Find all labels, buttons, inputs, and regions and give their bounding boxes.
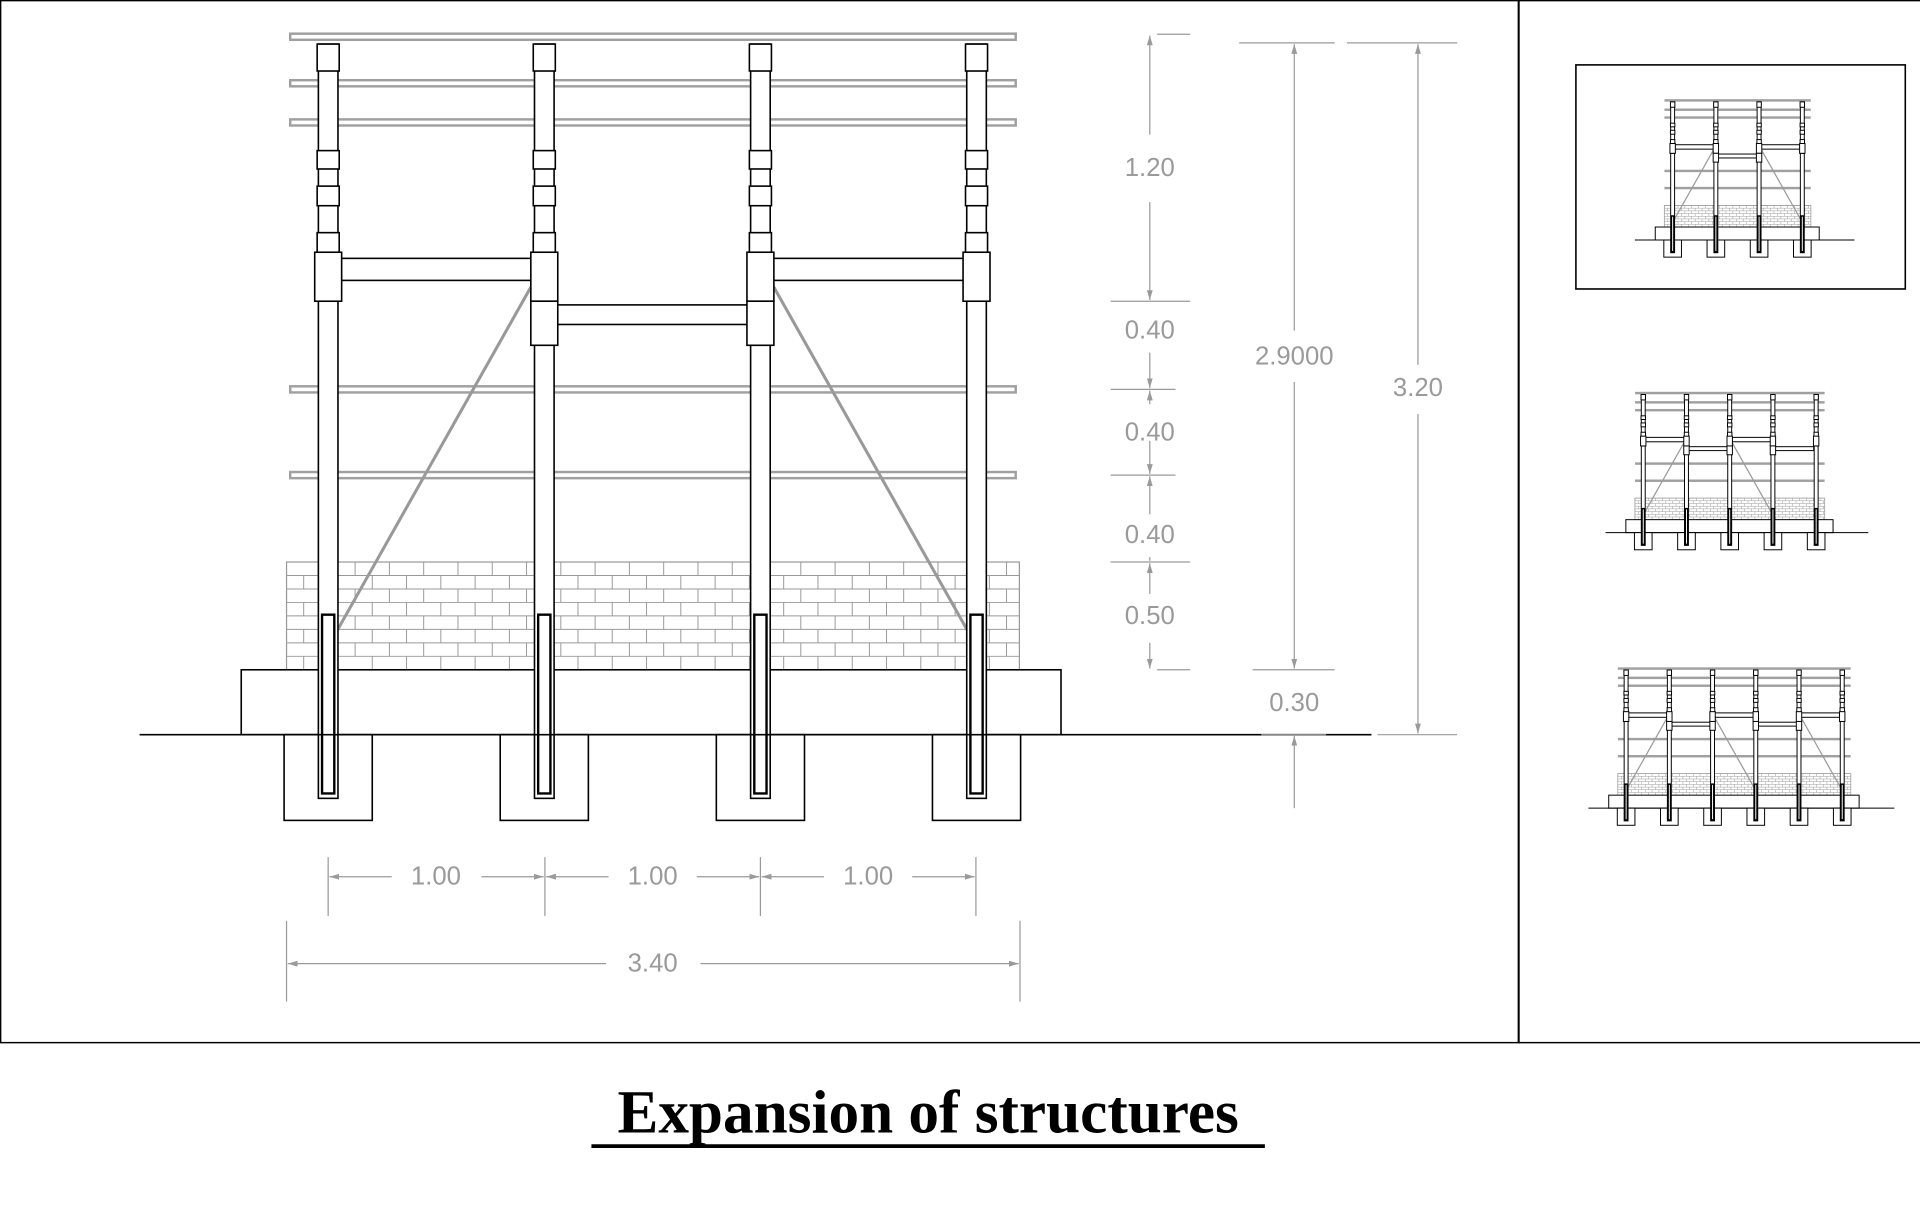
- lower-beam: [1774, 446, 1815, 452]
- diagonal-brace: [1625, 713, 1670, 791]
- dim-rail-zone: 1.20: [1125, 154, 1175, 182]
- lower-beam: [1717, 153, 1758, 159]
- horizontal-rail: [288, 385, 1017, 394]
- horizontal-rail: [288, 470, 1017, 480]
- vertical-post: [1712, 101, 1720, 254]
- thumbnail-4-posts[interactable]: [1634, 99, 1855, 258]
- vertical-post: [746, 43, 775, 800]
- dim-span-2: 1.00: [628, 863, 678, 891]
- lower-beam: [555, 304, 749, 326]
- diagonal-brace: [326, 262, 546, 648]
- dimensions: 1.00 1.00 1.00 3.40 1.20 0.40 0.40 0.40 …: [285, 33, 1458, 1002]
- diagonal-brace: [1729, 438, 1774, 516]
- base-slab: [240, 668, 1062, 736]
- horizontal-rail: [1617, 755, 1851, 758]
- vertical-post: [1839, 669, 1846, 822]
- vertical-post: [1669, 101, 1676, 254]
- upper-beam: [1731, 436, 1771, 443]
- horizontal-rail: [1635, 391, 1825, 395]
- vertical-post: [1799, 101, 1806, 254]
- diagonal-brace: [1712, 713, 1757, 791]
- dim-span-1: 1.00: [411, 863, 461, 891]
- dim-overall-width: 3.40: [628, 950, 678, 978]
- vertical-post: [530, 43, 559, 800]
- horizontal-rail: [288, 32, 1017, 42]
- horizontal-rail: [1664, 108, 1811, 111]
- vertical-post: [1752, 669, 1759, 822]
- diagonal-brace: [1672, 145, 1717, 223]
- brick-wall: [285, 561, 1020, 671]
- vertical-post: [1640, 394, 1647, 546]
- upper-beam: [1628, 712, 1668, 718]
- upper-beam: [1714, 712, 1754, 718]
- horizontal-rail: [1664, 99, 1811, 102]
- main-elevation-drawing[interactable]: [240, 32, 1062, 822]
- lower-beam: [1688, 446, 1728, 452]
- lower-beam: [1757, 721, 1798, 727]
- horizontal-rail: [1617, 676, 1851, 680]
- horizontal-rail: [1664, 186, 1811, 190]
- dim-span-3: 1.00: [843, 863, 893, 891]
- vertical-post: [1769, 394, 1777, 546]
- page-title: Expansion of structures: [617, 1079, 1238, 1147]
- horizontal-rail: [288, 78, 1017, 88]
- horizontal-rail: [1617, 737, 1851, 741]
- dim-wall: 0.50: [1125, 602, 1175, 630]
- dim-height-above-slab: 2.9000: [1255, 342, 1334, 370]
- vertical-post: [1666, 669, 1673, 822]
- dim-tier-3: 0.40: [1125, 521, 1175, 549]
- diagonal-brace: [759, 262, 978, 648]
- horizontal-rail: [1664, 169, 1811, 173]
- upper-beam: [1645, 436, 1685, 443]
- upper-beam: [771, 257, 966, 282]
- dim-tier-2: 0.40: [1125, 418, 1175, 446]
- horizontal-rail: [288, 118, 1017, 127]
- vertical-post: [1812, 394, 1820, 546]
- diagonal-brace: [1642, 438, 1688, 516]
- upper-beam: [1674, 144, 1714, 150]
- horizontal-rail: [1664, 116, 1811, 119]
- upper-beam: [1800, 712, 1841, 718]
- horizontal-rail: [1617, 684, 1851, 687]
- base-slab: [1654, 226, 1820, 241]
- thumbnail-5-posts[interactable]: [1605, 391, 1869, 551]
- dim-total-height: 3.20: [1393, 374, 1443, 402]
- brick-wall: [1617, 773, 1852, 796]
- dim-slab: 0.30: [1269, 689, 1319, 717]
- diagonal-brace: [1798, 713, 1843, 791]
- thumbnail-selection-box[interactable]: [1575, 64, 1907, 290]
- vertical-post: [1622, 669, 1630, 822]
- base-slab: [1608, 794, 1860, 809]
- vertical-post: [313, 43, 343, 800]
- vertical-post: [1755, 101, 1763, 254]
- upper-beam: [1761, 144, 1801, 150]
- upper-beam: [339, 257, 533, 282]
- lower-beam: [1671, 721, 1711, 727]
- brick-wall: [1663, 205, 1812, 228]
- horizontal-rail: [1617, 667, 1851, 670]
- vertical-post: [1709, 669, 1716, 822]
- vertical-post: [1683, 394, 1690, 546]
- side-panel-frame: [1517, 0, 1920, 1044]
- vertical-post: [962, 43, 991, 800]
- vertical-post: [1726, 394, 1733, 546]
- diagonal-brace: [1758, 145, 1803, 223]
- dim-tier-1: 0.40: [1125, 317, 1175, 345]
- vertical-post: [1795, 669, 1803, 822]
- thumbnail-6-posts[interactable]: [1588, 667, 1895, 826]
